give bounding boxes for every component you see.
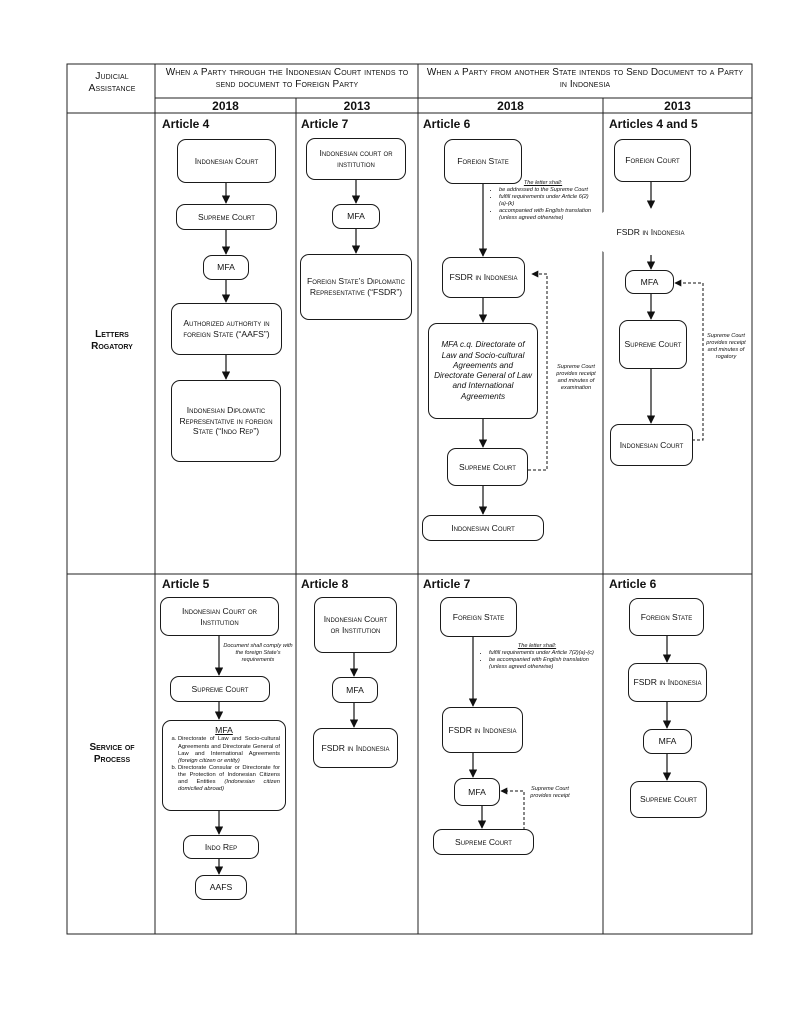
box-supreme-court: Supreme Court: [170, 676, 270, 702]
box-indonesian-court-or-institution: Indonesian court or institution: [306, 138, 406, 180]
box-mfa-directorate: MFA c.q. Directorate of Law and Socio-cu…: [428, 323, 538, 419]
box-supreme-court: Supreme Court: [176, 204, 277, 230]
note-item: be addressed to the Supreme Court: [499, 187, 596, 194]
box-indonesian-court: Indonesian Court: [177, 139, 276, 183]
box-mfa: MFA: [625, 270, 674, 294]
header-judicial-assistance: Judicial Assistance: [88, 71, 136, 95]
box-fsdr-in-indonesia: FSDR in Indonesia: [313, 728, 398, 768]
box-foreign-state: Foreign State: [440, 597, 517, 637]
box-mfa-directorates: MFA Directorate of Law and Socio-cultura…: [162, 720, 286, 811]
box-supreme-court: Supreme Court: [630, 781, 707, 818]
box-aafs: Authorized authority in foreign State (“…: [171, 303, 282, 355]
box-indonesian-court: Indonesian Court: [422, 515, 544, 541]
note-item: be accompanied with English translation …: [489, 657, 594, 671]
box-mfa: MFA: [203, 255, 249, 280]
note-item: fulfill requirements under Article 6(2)(…: [499, 194, 596, 208]
mfa-item-a: Directorate of Law and Socio-cultural Ag…: [178, 736, 280, 764]
box-indo-rep: Indonesian Diplomatic Representative in …: [171, 380, 281, 462]
article-label: Article 6: [423, 117, 471, 131]
dashed-return-arrow: [500, 787, 525, 830]
box-foreign-state: Foreign State: [629, 598, 704, 636]
year-2013-outgoing: 2013: [343, 99, 371, 113]
dashed-return-arrow: [674, 279, 704, 441]
article-label: Article 4: [162, 117, 210, 131]
box-fsdr: Foreign State’s Diplomatic Representativ…: [300, 254, 412, 320]
note-title: The letter shall:: [523, 180, 563, 186]
dashed-return-arrow: [528, 270, 548, 471]
box-supreme-court: Supreme Court: [447, 448, 528, 486]
article-label: Article 7: [301, 117, 349, 131]
note-item: fulfill requirements under Article 7(2)(…: [489, 650, 594, 657]
letter-requirements-note: The letter shall: be addressed to the Su…: [490, 180, 596, 222]
box-mfa: MFA: [454, 778, 500, 806]
side-note-receipt-rogatory: Supreme Court provides receipt and minut…: [706, 333, 746, 360]
box-mfa: MFA: [332, 677, 378, 703]
year-2018-outgoing: 2018: [212, 99, 239, 113]
box-indo-rep: Indo Rep: [183, 835, 259, 859]
box-supreme-court: Supreme Court: [433, 829, 534, 855]
mfa-item-b: Directorate Consular or Directorate for …: [178, 765, 280, 793]
box-indonesian-court-or-institution: Indonesian Court or Institution: [314, 597, 397, 653]
header-group-outgoing: When a Party through the Indonesian Cour…: [165, 67, 409, 90]
note-item: accompanied with English translation (un…: [499, 208, 596, 222]
note-title: The letter shall:: [517, 643, 557, 649]
mfa-title: MFA: [215, 725, 233, 735]
box-fsdr-in-indonesia: FSDR in Indonesia: [628, 663, 707, 702]
box-indonesian-court-or-institution: Indonesian Court or Institution: [160, 597, 279, 636]
side-note-receipt: Supreme Court provides receipt: [530, 786, 570, 799]
box-fsdr-in-indonesia: FSDR in Indonesia: [442, 707, 523, 753]
article-label: Article 8: [301, 577, 349, 591]
side-note-receipt-minutes: Supreme Court provides receipt and minut…: [556, 364, 596, 391]
box-aafs: AAFS: [195, 875, 247, 900]
letter-requirements-note: The letter shall: fulfill requirements u…: [480, 643, 594, 671]
article-label: Article 6: [609, 577, 657, 591]
box-foreign-state: Foreign State: [444, 139, 522, 184]
box-supreme-court: Supreme Court: [619, 320, 687, 369]
year-2018-incoming: 2018: [497, 99, 524, 113]
article-label: Article 5: [162, 577, 210, 591]
article-label: Articles 4 and 5: [609, 117, 698, 131]
row-label-service-of-process: Service of Process: [89, 742, 135, 765]
article-label: Article 7: [423, 577, 471, 591]
row-label-letters-rogatory: Letters Rogatory: [91, 329, 133, 352]
box-foreign-court: Foreign Court: [614, 139, 691, 182]
box-mfa: MFA: [332, 204, 380, 229]
header-group-incoming: When a Party from another State intends …: [426, 67, 744, 90]
year-2013-incoming: 2013: [664, 99, 691, 113]
compliance-note: Document shall comply with the foreign S…: [223, 643, 293, 663]
box-fsdr-in-indonesia: FSDR in Indonesia: [601, 209, 700, 255]
box-mfa: MFA: [643, 729, 692, 754]
box-indonesian-court: Indonesian Court: [610, 424, 693, 466]
box-fsdr-in-indonesia: FSDR in Indonesia: [442, 257, 525, 298]
